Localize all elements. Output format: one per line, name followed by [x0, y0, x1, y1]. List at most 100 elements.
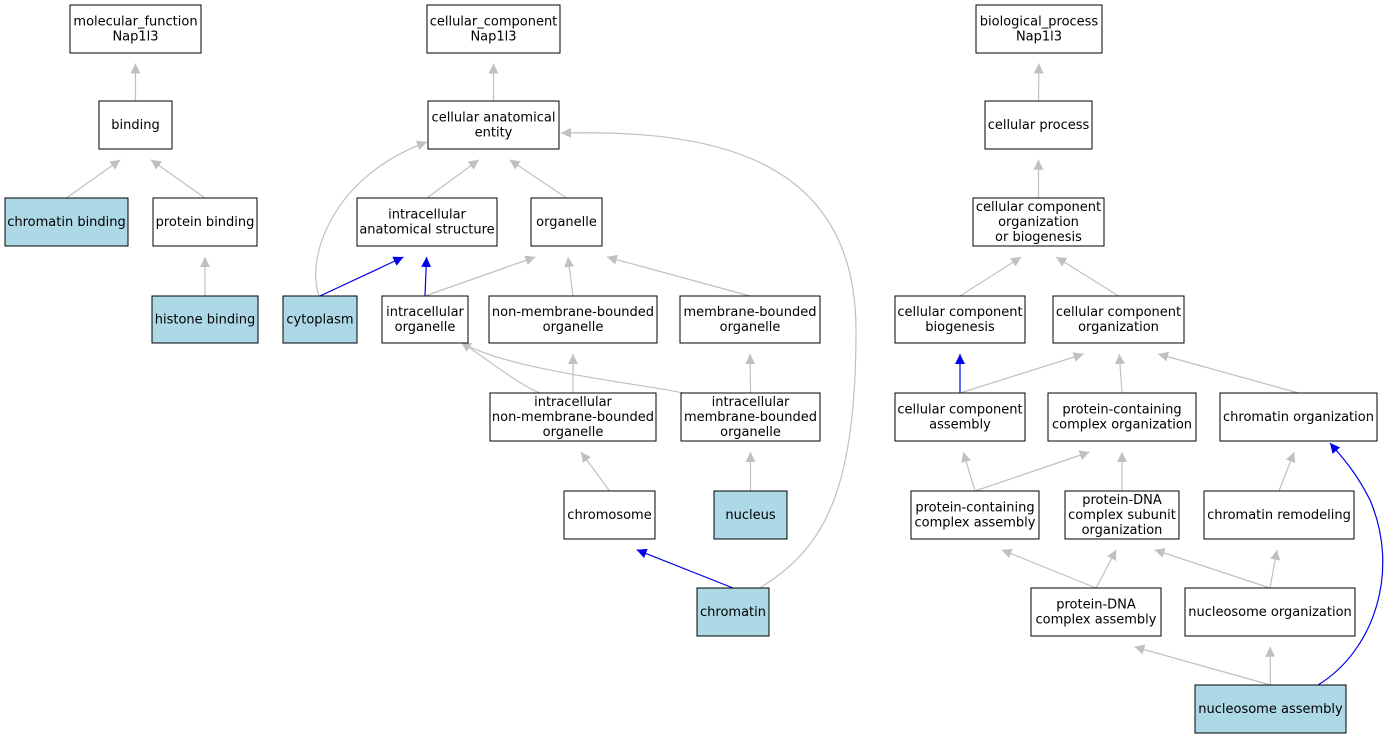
node-label: protein binding [156, 215, 255, 230]
node-label: non-membrane-bounded [492, 410, 654, 425]
edge-protein-binding-to-binding [150, 159, 206, 199]
node-label: nucleosome organization [1188, 605, 1352, 620]
node-box [427, 100, 560, 150]
edge-ias-to-cae [426, 159, 480, 199]
node-label: cellular_component [430, 15, 558, 30]
node-label: molecular_function [73, 15, 197, 30]
node-box [1203, 490, 1355, 540]
node-label: biological_process [980, 15, 1099, 30]
node-label: cellular component [976, 200, 1101, 215]
node-label: cellular component [897, 403, 1022, 418]
node-box [972, 197, 1105, 247]
node-box [975, 4, 1103, 54]
node-label: chromatin remodeling [1207, 508, 1351, 523]
node-label: organelle [536, 215, 597, 230]
edge-io-to-organelle [424, 255, 536, 297]
edge-nuca-to-pdca [1134, 644, 1271, 686]
node-label: membrane-bounded [683, 305, 816, 320]
node-box [1219, 392, 1378, 442]
node-label: protein-DNA [1056, 598, 1136, 613]
edge-pcco-to-cco [1114, 353, 1125, 394]
node-box [489, 392, 657, 442]
node-label: organelle [720, 425, 781, 440]
node-box [1047, 392, 1197, 442]
node-protein-binding: protein binding [152, 197, 258, 247]
edge-chromatin-to-cae [560, 127, 857, 589]
edge-pcca-to-cca [961, 451, 976, 492]
node-label: nucleus [725, 508, 775, 523]
node-box [713, 490, 788, 540]
node-chromosome: chromosome [563, 490, 656, 540]
node-box [282, 295, 358, 344]
node-box [1052, 295, 1185, 344]
edge-chromatin-to-chromosome [636, 548, 734, 589]
node-label: assembly [929, 418, 991, 433]
edge-nuca-to-chro [1317, 442, 1384, 686]
node-label: intracellular [712, 395, 790, 410]
node-histone-binding: histone binding [151, 295, 259, 344]
node-binding: binding [98, 100, 173, 150]
edge-chromatin-binding-to-binding [66, 159, 121, 199]
node-label: complex subunit [1068, 508, 1176, 523]
node-box [151, 295, 259, 344]
node-box [381, 295, 469, 344]
node-box [910, 490, 1040, 540]
node-label: chromatin binding [7, 215, 126, 230]
node-box [1064, 490, 1180, 540]
node-box [1194, 684, 1347, 734]
node-box [488, 295, 658, 344]
node-label: or biogenesis [995, 230, 1082, 245]
node-label: organization [998, 215, 1079, 230]
node-label: intracellular [534, 395, 612, 410]
node-label: biogenesis [925, 320, 995, 335]
node-label: organization [1078, 320, 1159, 335]
node-label: anatomical structure [359, 223, 494, 238]
edge-pdca-to-pdcso [1095, 549, 1117, 589]
node-label: protein-containing [915, 501, 1034, 516]
edge-ccb-to-ccob [959, 256, 1022, 297]
node-box [984, 100, 1093, 150]
node-label: Nap1l3 [112, 30, 158, 45]
node-box [894, 295, 1026, 344]
edge-chro-to-cco [1157, 351, 1299, 394]
edge-imbo-to-io [460, 341, 684, 394]
edge-cytoplasm-to-ias [319, 256, 404, 297]
node-label: cellular component [1056, 305, 1181, 320]
node-box [152, 197, 258, 247]
node-label: organelle [720, 320, 781, 335]
node-label: entity [475, 126, 513, 141]
node-box [4, 197, 129, 247]
node-chromatin-organization: chromatin organization [1219, 392, 1378, 442]
edge-nuco-to-pdcso [1154, 548, 1271, 589]
node-label: protein-containing [1062, 403, 1181, 418]
edge-pdca-to-pcca [1001, 548, 1097, 589]
node-label: histone binding [155, 313, 256, 328]
edge-chrr-to-chro [1278, 451, 1296, 492]
node-box [530, 197, 603, 247]
edge-cytoplasm-to-cae [315, 140, 428, 297]
node-box [356, 197, 498, 247]
node-nucleosome-organization: nucleosome organization [1184, 587, 1356, 637]
node-nucleus: nucleus [713, 490, 788, 540]
node-organelle: organelle [530, 197, 603, 247]
edge-mbo-to-organelle [606, 254, 751, 297]
node-label: organelle [543, 425, 604, 440]
node-label: intracellular [386, 305, 464, 320]
node-label: Nap1l3 [470, 30, 516, 45]
node-label: organelle [395, 320, 456, 335]
node-label: organelle [543, 320, 604, 335]
node-label: chromatin [700, 605, 766, 620]
node-cytoplasm: cytoplasm [282, 295, 358, 344]
